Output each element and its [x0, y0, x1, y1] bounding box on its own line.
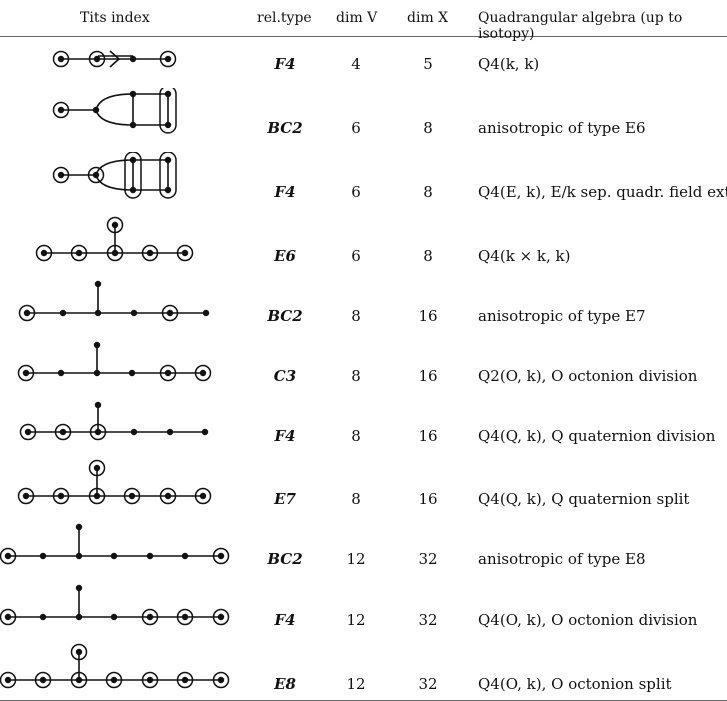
table-row: E6 6 8 Q4(k × k, k)	[0, 212, 727, 268]
header-tits-index: Tits index	[80, 10, 150, 26]
tits-diagram	[0, 584, 230, 626]
algebra-cell: Q2(O, k), O octonion division	[478, 367, 698, 385]
rel-type-cell: BC2	[267, 119, 303, 137]
tits-diagram	[52, 50, 177, 68]
rel-type-cell: BC2	[267, 307, 303, 325]
table-row: E7 8 16 Q4(Q, k), Q quaternion split	[0, 456, 727, 512]
rel-type-cell: C3	[273, 367, 297, 385]
table-row: F4 12 32 Q4(O, k), O octonion division	[0, 580, 727, 636]
dim-v-cell: 12	[346, 611, 366, 629]
rel-type-cell: F4	[274, 183, 296, 201]
rel-type-cell: F4	[274, 55, 296, 73]
tits-diagram	[52, 88, 177, 134]
dim-v-cell: 6	[351, 247, 361, 265]
header-dim-v: dim V	[336, 10, 378, 26]
dim-x-cell: 16	[418, 427, 438, 445]
rel-type-cell: BC2	[267, 550, 303, 568]
algebra-cell: Q4(Q, k), Q quaternion split	[478, 490, 690, 508]
dim-v-cell: 6	[351, 183, 361, 201]
dim-v-cell: 12	[346, 550, 366, 568]
header-rel-type: rel.type	[257, 10, 312, 26]
table-row: F4 8 16 Q4(Q, k), Q quaternion division	[0, 398, 727, 450]
rel-type-cell: F4	[274, 427, 296, 445]
rel-type-cell: F4	[274, 611, 296, 629]
algebra-cell: Q4(Q, k), Q quaternion division	[478, 427, 716, 445]
algebra-cell: Q4(k, k)	[478, 55, 540, 73]
algebra-cell: Q4(E, k), E/k sep. quadr. field ext.	[478, 183, 727, 201]
tits-diagram	[17, 341, 212, 382]
dim-x-cell: 16	[418, 307, 438, 325]
tits-diagram	[0, 523, 230, 565]
dim-v-cell: 8	[351, 367, 361, 385]
algebra-cell: Q4(O, k), O octonion division	[478, 611, 698, 629]
tits-diagram	[18, 280, 210, 322]
algebra-cell: Q4(k × k, k)	[478, 247, 571, 265]
tits-diagram	[17, 459, 212, 505]
dim-x-cell: 8	[423, 183, 433, 201]
algebra-cell: anisotropic of type E7	[478, 307, 646, 325]
dim-v-cell: 8	[351, 307, 361, 325]
rel-type-cell: E8	[274, 675, 296, 693]
tits-diagram	[19, 401, 209, 441]
header-algebra: Quadrangular algebra (up to isotopy)	[478, 10, 683, 42]
algebra-cell: Q4(O, k), O octonion split	[478, 675, 672, 693]
dim-x-cell: 32	[418, 550, 438, 568]
table-row: E8 12 32 Q4(O, k), O octonion split	[0, 640, 727, 698]
table-row: F4 4 5 Q4(k, k)	[0, 44, 727, 84]
table-row: F4 6 8 Q4(E, k), E/k sep. quadr. field e…	[0, 152, 727, 208]
tits-diagram	[52, 152, 177, 199]
algebra-cell: anisotropic of type E8	[478, 550, 646, 568]
tits-diagram	[35, 216, 194, 262]
table-row: BC2 12 32 anisotropic of type E8	[0, 518, 727, 574]
dim-x-cell: 16	[418, 367, 438, 385]
dim-x-cell: 8	[423, 247, 433, 265]
dim-x-cell: 32	[418, 675, 438, 693]
dim-x-cell: 8	[423, 119, 433, 137]
algebra-cell: anisotropic of type E6	[478, 119, 646, 137]
table-header: Tits index rel.type dim V dim X Quadrang…	[0, 0, 727, 42]
dim-v-cell: 6	[351, 119, 361, 137]
dim-v-cell: 8	[351, 490, 361, 508]
rel-type-cell: E7	[274, 490, 296, 508]
dim-v-cell: 4	[351, 55, 361, 73]
dim-v-cell: 8	[351, 427, 361, 445]
header-dim-x: dim X	[407, 10, 449, 26]
dim-x-cell: 32	[418, 611, 438, 629]
table-row: BC2 8 16 anisotropic of type E7	[0, 278, 727, 330]
table-row: C3 8 16 Q2(O, k), O octonion division	[0, 338, 727, 390]
dim-v-cell: 12	[346, 675, 366, 693]
dim-x-cell: 16	[418, 490, 438, 508]
rel-type-cell: E6	[274, 247, 296, 265]
dim-x-cell: 5	[423, 55, 433, 73]
tits-diagram	[0, 643, 230, 689]
table-row: BC2 6 8 anisotropic of type E6	[0, 88, 727, 152]
